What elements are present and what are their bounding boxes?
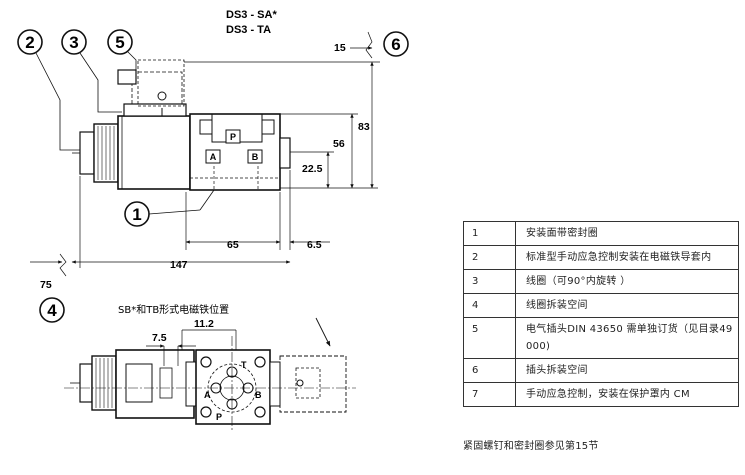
legend-text: 线圈（可90°内旋转 ）: [515, 269, 739, 294]
legend-row: 3 线圈（可90°内旋转 ）: [463, 269, 739, 294]
legend-number: 4: [463, 293, 516, 318]
callout-3-label: 3: [69, 33, 78, 52]
callout-6: 6: [383, 31, 409, 57]
dim-56: 56: [333, 138, 345, 150]
legend-number: 1: [463, 221, 516, 246]
legend-number: 6: [463, 358, 516, 383]
port-label-a: A: [210, 152, 217, 162]
legend-text: 安装面带密封圈: [515, 221, 739, 246]
legend-number: 7: [463, 382, 516, 407]
callout-4-label: 4: [47, 301, 57, 320]
bottom-port-b: B: [255, 390, 262, 400]
legend-number: 2: [463, 245, 516, 270]
bottom-view-caption: SB*和TB形式电磁铁位置: [118, 303, 229, 316]
legend-row: 4 线圈拆装空间: [463, 293, 739, 318]
dim-15: 15: [334, 42, 346, 54]
callout-2: 2: [17, 29, 43, 55]
legend-text: 插头拆装空间: [515, 358, 739, 383]
model-title-2: DS3 - TA: [226, 24, 271, 36]
dim-83: 83: [358, 121, 370, 133]
valve-side-view: [72, 59, 291, 191]
dim-75: 75: [40, 279, 52, 291]
legend-number: 3: [463, 269, 516, 294]
footnote: 紧固螺钉和密封圈参见第15节: [463, 441, 599, 452]
legend-row: 2 标准型手动应急控制安装在电磁铁导套内: [463, 245, 739, 270]
callout-5: 5: [107, 29, 133, 55]
valve-top-view: [64, 317, 356, 432]
callout-3: 3: [61, 29, 87, 55]
callout-1: 1: [124, 201, 150, 227]
legend-text: 标准型手动应急控制安装在电磁铁导套内: [515, 245, 739, 270]
legend-row: 6 插头拆装空间: [463, 358, 739, 383]
bottom-port-a: A: [204, 390, 211, 400]
dim-6-5: 6.5: [307, 239, 322, 251]
legend-text: 线圈拆装空间: [515, 293, 739, 318]
dim-22-5: 22.5: [302, 163, 323, 175]
model-title-1: DS3 - SA*: [226, 9, 277, 21]
dim-65: 65: [227, 239, 239, 251]
dim-11-2: 11.2: [194, 318, 214, 330]
callout-2-label: 2: [25, 33, 34, 52]
port-label-p: P: [230, 132, 236, 142]
callout-6-label: 6: [391, 35, 400, 54]
bottom-port-t: T: [241, 360, 247, 370]
dimension-lines-bottom: [146, 329, 237, 366]
legend-row: 1 安装面带密封圈: [463, 221, 739, 246]
dimension-lines-top: [30, 31, 380, 277]
callout-4: 4: [39, 297, 65, 323]
callout-5-label: 5: [115, 33, 124, 52]
leader-lines: [35, 51, 215, 215]
dim-7-5: 7.5: [152, 332, 167, 344]
legend-row: 5 电气插头DIN 43650 需单独订货（见目录49 000): [463, 317, 739, 359]
legend-table: 1 安装面带密封圈 2 标准型手动应急控制安装在电磁铁导套内 3 线圈（可90°…: [463, 221, 739, 407]
bottom-port-p: P: [216, 412, 222, 422]
legend-text: 电气插头DIN 43650 需单独订货（见目录49 000): [515, 317, 739, 359]
legend-text: 手动应急控制，安装在保护罩内 CM: [515, 382, 739, 407]
dim-147: 147: [170, 259, 188, 271]
callout-1-label: 1: [132, 205, 141, 224]
legend-row: 7 手动应急控制，安装在保护罩内 CM: [463, 382, 739, 407]
legend-number: 5: [463, 317, 516, 359]
port-label-b: B: [252, 152, 259, 162]
